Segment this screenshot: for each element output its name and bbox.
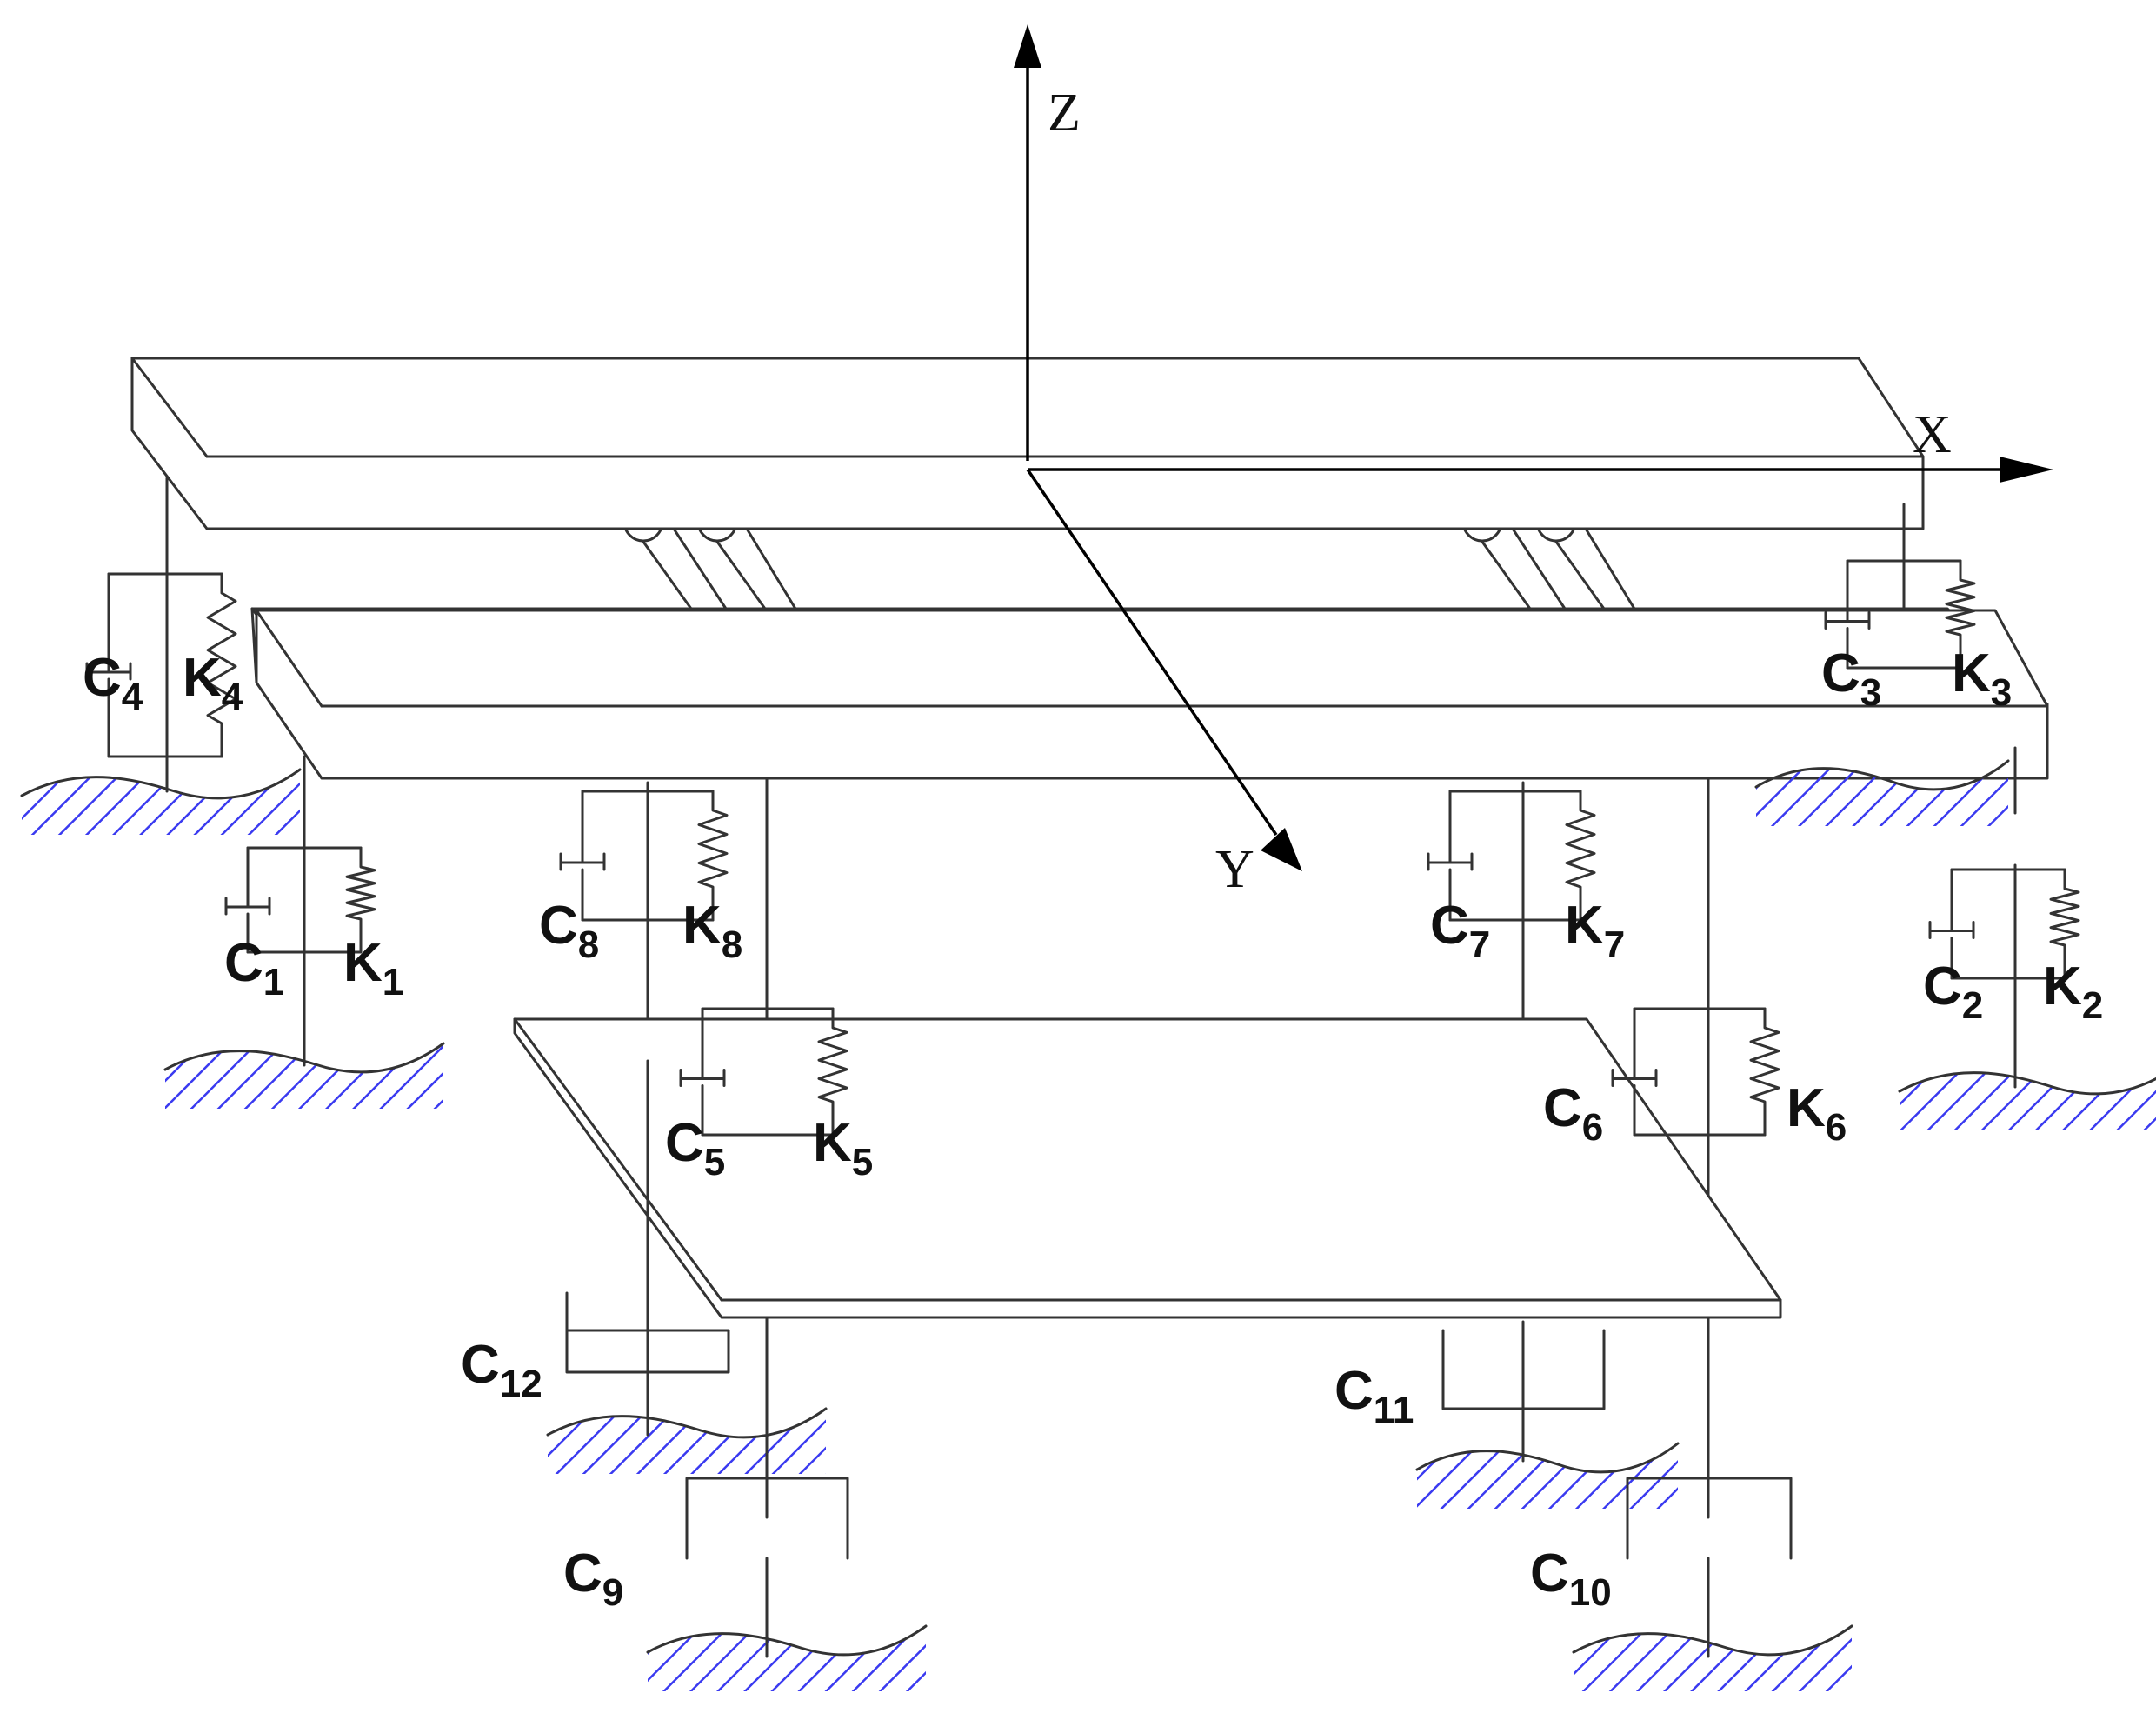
spring-damper-8 <box>559 790 729 922</box>
label-c8: C8 <box>539 896 599 966</box>
label-k6: K6 <box>1787 1078 1847 1149</box>
spring-damper-1 <box>224 846 376 954</box>
spring-damper-3 <box>1824 559 1976 670</box>
z-axis-arrow-icon <box>1014 24 1041 68</box>
large-dampers <box>565 1059 1793 1658</box>
label-c7: C7 <box>1430 896 1490 966</box>
spring-damper-5 <box>679 1007 848 1137</box>
ground-hatch-7 <box>1754 759 2010 826</box>
ground-hatch-5 <box>1415 1442 1680 1509</box>
ground-hatch-6 <box>1572 1624 1853 1691</box>
front-beam-rods <box>303 746 2017 837</box>
x-axis-arrow-icon <box>2000 457 2053 483</box>
y-axis-label: Y <box>1215 840 1254 899</box>
ground-hatch-4 <box>646 1624 928 1691</box>
beam-rods <box>165 503 1906 576</box>
coordinate-axes: Z X Y <box>1014 24 2053 899</box>
ground-hatch-1 <box>20 768 302 835</box>
label-c12: C12 <box>461 1335 542 1405</box>
label-c10: C10 <box>1530 1543 1612 1614</box>
y-axis-arrow-icon <box>1261 828 1302 871</box>
label-c4: C4 <box>83 648 143 718</box>
label-c11: C11 <box>1334 1361 1414 1431</box>
label-k8: K8 <box>682 896 742 966</box>
x-axis-label: X <box>1913 405 1952 464</box>
y-axis <box>1026 469 1278 836</box>
label-k1: K1 <box>343 933 403 1003</box>
z-axis-label: Z <box>1048 83 1081 143</box>
ground-hatch-3 <box>546 1407 828 1474</box>
label-k7: K7 <box>1565 896 1625 966</box>
label-c3: C3 <box>1821 643 1881 714</box>
label-c2: C2 <box>1923 957 1983 1027</box>
label-c9: C9 <box>563 1543 623 1614</box>
spring-damper-2 <box>1928 868 2080 980</box>
label-k4: K4 <box>183 648 243 718</box>
label-k2: K2 <box>2043 957 2103 1027</box>
spring-damper-6 <box>1611 1007 1780 1137</box>
label-c1: C1 <box>224 933 284 1003</box>
spring-damper-groups <box>85 559 2080 1137</box>
ground-hatch-2 <box>163 1042 445 1109</box>
ground-hatch-8 <box>1898 1071 2156 1130</box>
spring-damper-4 <box>85 572 237 758</box>
ground-supports <box>20 759 2156 1691</box>
spring-damper-7 <box>1427 790 1596 922</box>
front-beam <box>255 609 2049 780</box>
